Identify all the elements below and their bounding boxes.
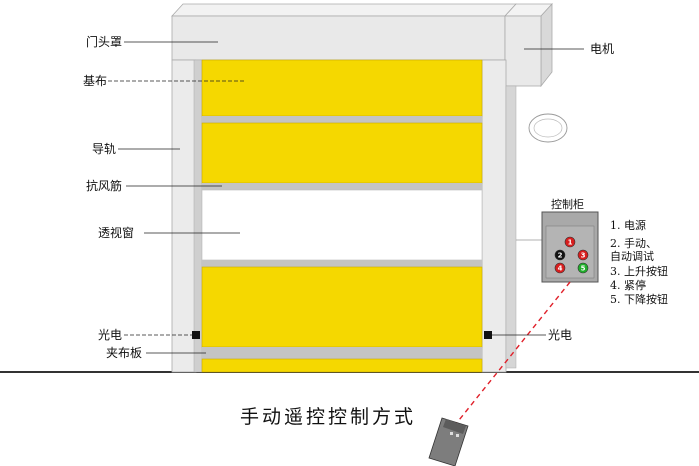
round-accessory	[528, 113, 568, 143]
wind-rib-2	[202, 183, 482, 190]
legend-item-4: 4. 紧停	[610, 279, 646, 292]
cloth-panel-3	[201, 266, 483, 348]
legend-item-1: 1. 电源	[610, 219, 646, 232]
cabinet-button-1-label: 1	[568, 239, 573, 247]
door-head-cover	[171, 15, 506, 61]
wind-rib-3	[202, 260, 482, 267]
legend-item-2: 2. 手动、	[610, 237, 657, 250]
label-photo-right: 光电	[548, 328, 573, 342]
left-rail-inner	[193, 59, 203, 373]
cabinet-button-3-label: 3	[581, 252, 586, 260]
motor-box	[504, 15, 542, 87]
cabinet-button-4: 4	[554, 262, 566, 274]
label-motor: 电机	[590, 42, 615, 56]
round-accessory-inner	[533, 118, 563, 138]
cabinet-button-4-label: 4	[558, 265, 563, 273]
right-rail-shadow	[505, 85, 517, 369]
cabinet-button-3: 3	[577, 249, 589, 261]
label-clamp-plate: 夹布板	[106, 346, 143, 360]
window-panel	[201, 189, 483, 261]
cloth-panel-2	[201, 122, 483, 184]
remote-signal-beam	[450, 281, 571, 431]
wind-rib-1	[202, 116, 482, 123]
label-door-head: 门头罩	[86, 35, 123, 49]
cabinet-button-5-label: 5	[581, 265, 586, 273]
legend-item-5: 5. 下降按钮	[610, 293, 668, 306]
photo-sensor-right	[484, 331, 492, 339]
label-guide-rail: 导轨	[92, 142, 117, 156]
diagram-caption: 手动遥控控制方式	[240, 406, 417, 428]
door-head-top	[171, 3, 517, 17]
cabinet-button-2: 2	[554, 249, 566, 261]
cloth-panel-4	[201, 358, 483, 373]
right-guide-rail	[481, 59, 507, 373]
label-wind-rib: 抗风筋	[86, 179, 123, 193]
left-guide-rail	[171, 59, 197, 373]
clamp-plate	[202, 347, 482, 359]
cabinet-title: 控制柜	[551, 198, 584, 211]
legend-item-2b: 自动调试	[610, 250, 654, 263]
cabinet-button-1: 1	[564, 236, 576, 248]
label-window: 透视窗	[98, 226, 135, 240]
label-photo-left: 光电	[98, 328, 123, 342]
label-base-cloth: 基布	[83, 74, 108, 88]
motor-side	[540, 2, 553, 88]
cabinet-button-2-label: 2	[558, 252, 563, 260]
legend-item-3: 3. 上升按钮	[610, 265, 668, 278]
cabinet-button-5: 5	[577, 262, 589, 274]
cloth-panel-1	[201, 59, 483, 117]
remote-control	[428, 417, 469, 466]
photo-sensor-left	[192, 331, 200, 339]
